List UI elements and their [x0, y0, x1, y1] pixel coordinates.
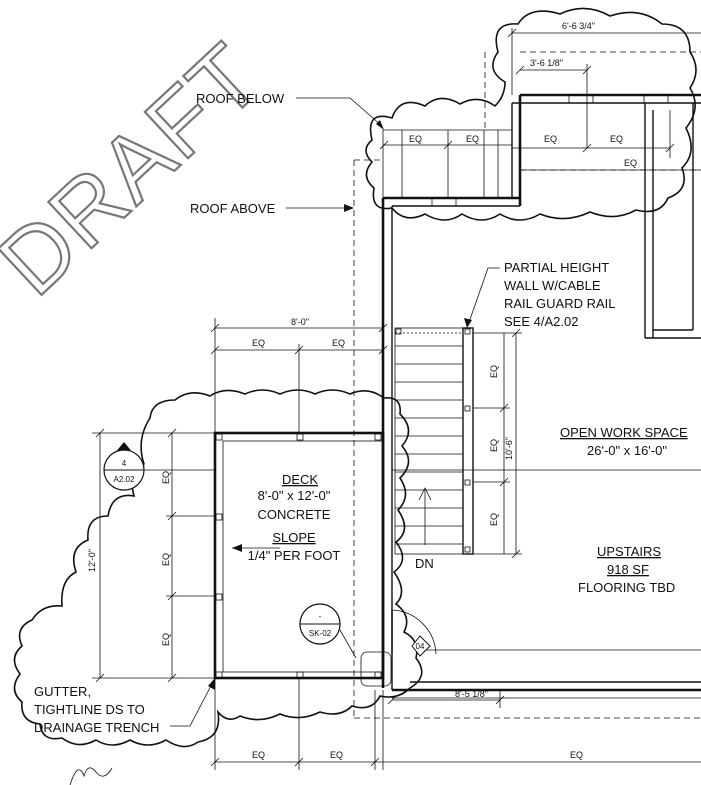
room-name-open-work: OPEN WORK SPACE: [560, 425, 688, 440]
room-floor-upstairs: FLOORING TBD: [578, 580, 675, 595]
stair: [394, 327, 474, 555]
note-rail-line1: PARTIAL HEIGHT: [504, 260, 609, 275]
draft-watermark: DRAFT: [0, 24, 281, 315]
dim-top-overall: 6'-6 3/4": [562, 21, 595, 31]
slope-arrowhead: [232, 544, 242, 552]
dim-eq: EQ: [409, 134, 422, 144]
dim-bottom: 8'-5 1/8": [455, 689, 488, 699]
dim-eq: EQ: [161, 471, 171, 484]
note-rail-line2: WALL W/CABLE: [504, 278, 601, 293]
dim-eq: EQ: [544, 134, 557, 144]
dim-eq: EQ: [252, 750, 265, 760]
revision-cloud-top: [365, 7, 697, 221]
leader-lines: [170, 97, 500, 727]
dimension-lines: [92, 28, 701, 770]
window: [643, 94, 669, 104]
dim-eq: EQ: [252, 338, 265, 348]
sketch-tag-number: -: [319, 612, 322, 621]
door-tag: [411, 635, 431, 657]
window: [431, 197, 457, 207]
deck-slope-value: 1/4" PER FOOT: [248, 548, 341, 563]
section-tag-sheet: A2.02: [114, 475, 135, 484]
deck-size: 8'-0" x 12'-0": [258, 488, 331, 503]
note-rail-line3: RAIL GUARD RAIL: [504, 296, 616, 311]
note-gutter-line2: TIGHTLINE DS TO: [34, 702, 145, 717]
dim-eq: EQ: [570, 750, 583, 760]
window: [568, 94, 594, 104]
dim-eq: EQ: [489, 365, 499, 378]
dim-eq: EQ: [489, 513, 499, 526]
note-rail-line4: SEE 4/A2.02: [504, 314, 578, 329]
deck-slope-label: SLOPE: [272, 530, 316, 545]
deck-posts: [215, 433, 382, 679]
dim-eq: EQ: [161, 633, 171, 646]
dim-eq: EQ: [161, 553, 171, 566]
room-name-upstairs: UPSTAIRS: [597, 544, 661, 559]
room-area-upstairs: 918 SF: [607, 562, 649, 577]
sketch-tag: [299, 603, 357, 659]
note-roof-above: ROOF ABOVE: [190, 201, 276, 216]
stair-down-label: DN: [415, 556, 434, 571]
dim-eq: EQ: [332, 338, 345, 348]
section-tag: [103, 442, 215, 491]
signature-scribble: [69, 767, 113, 785]
note-roof-below: ROOF BELOW: [196, 91, 285, 106]
sketch-tag-sheet: SK-02: [309, 629, 332, 638]
door-tag-number: 04: [416, 642, 425, 651]
downspout-symbol: [360, 651, 392, 687]
dim-top-sub: 3'-6 1/8": [530, 58, 563, 68]
dim-stair-height: 10'-6": [504, 437, 514, 460]
note-gutter-line1: GUTTER,: [34, 684, 91, 699]
dim-eq: EQ: [610, 134, 623, 144]
dim-deck-height: 12'-0": [87, 549, 97, 572]
room-size-open-work: 26'-0" x 16'-0": [587, 443, 667, 458]
note-gutter-line3: DRAINAGE TRENCH: [34, 720, 159, 735]
dim-eq: EQ: [330, 750, 343, 760]
dim-eq: EQ: [466, 134, 479, 144]
revision-cloud-deck: [13, 389, 423, 748]
dim-eq: EQ: [489, 439, 499, 452]
dim-deck-width: 8'-0": [291, 317, 309, 327]
deck-title: DECK: [282, 472, 318, 487]
deck-material: CONCRETE: [258, 507, 331, 522]
section-tag-number: 4: [122, 459, 127, 468]
dim-eq: EQ: [624, 158, 637, 168]
door-swing: [391, 609, 437, 655]
